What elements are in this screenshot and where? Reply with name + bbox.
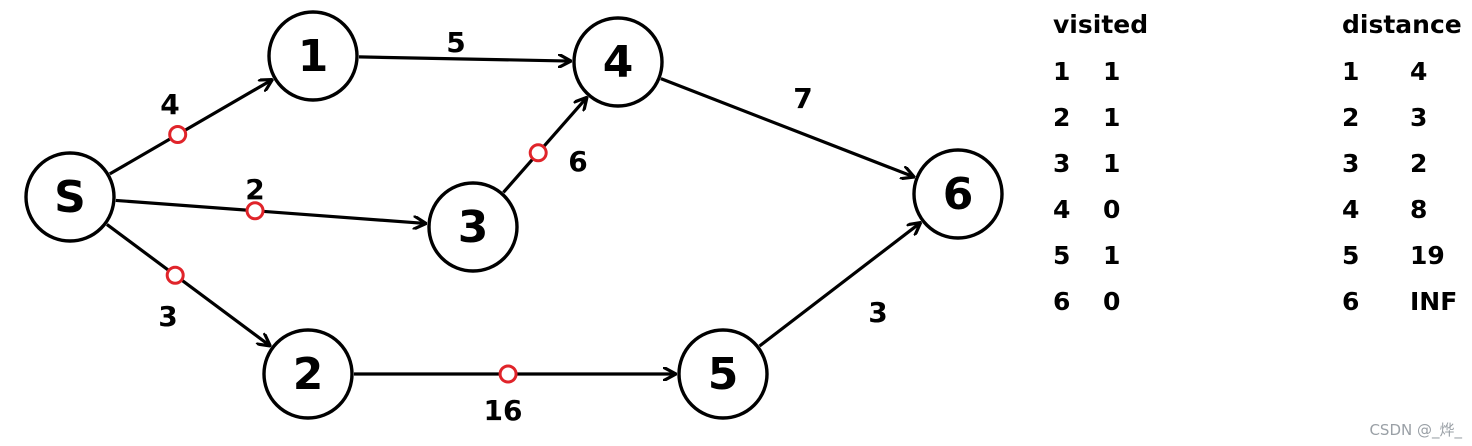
node-2 <box>262 328 354 420</box>
edge-weight-5-6: 3 <box>868 296 887 329</box>
visited-node-id: 5 <box>1053 241 1071 270</box>
visited-value: 1 <box>1103 103 1121 132</box>
visited-node-id: 2 <box>1053 103 1071 132</box>
node-1 <box>267 10 359 102</box>
node-label-3: 3 <box>458 202 489 253</box>
graph-diagram: S 1 2 3 4 5 6 4 2 3 5 6 7 16 3 <box>24 10 1004 427</box>
visited-node-id: 1 <box>1053 57 1071 86</box>
edge-S-3 <box>115 198 425 223</box>
edge-weight-S-2: 3 <box>158 300 177 333</box>
distance-node-id: 2 <box>1342 103 1360 132</box>
distance-node-id: 5 <box>1342 241 1360 270</box>
node-3 <box>427 181 519 273</box>
node-label-5: 5 <box>708 349 739 400</box>
distance-node-id: 3 <box>1342 149 1360 178</box>
distance-value: 19 <box>1410 241 1445 270</box>
edge-1-4 <box>358 57 570 61</box>
distance-value: INF <box>1410 287 1458 316</box>
node-6 <box>912 148 1004 240</box>
node-S <box>24 151 116 243</box>
edge-marker-3-4 <box>528 143 548 163</box>
visited-title: visited <box>1053 10 1149 39</box>
edge-marker-S-3 <box>245 201 265 221</box>
distance-value: 8 <box>1410 195 1428 224</box>
node-5 <box>677 328 769 420</box>
distance-value: 3 <box>1410 103 1428 132</box>
edge-S-2 <box>105 223 270 345</box>
node-label-2: 2 <box>293 349 324 400</box>
distance-title: distance <box>1342 10 1462 39</box>
node-4 <box>572 16 664 108</box>
visited-value: 0 <box>1103 195 1121 224</box>
visited-value: 0 <box>1103 287 1121 316</box>
edge-S-1 <box>108 80 272 176</box>
edge-weight-4-6: 7 <box>793 82 812 115</box>
edge-marker-S-1 <box>168 125 188 145</box>
visited-value: 1 <box>1103 149 1121 178</box>
edge-weight-3-4: 6 <box>568 145 587 178</box>
edge-weight-1-4: 5 <box>446 26 465 59</box>
distance-value: 4 <box>1410 57 1428 86</box>
distance-value: 2 <box>1410 149 1428 178</box>
edge-marker-S-2 <box>165 265 185 285</box>
node-label-S: S <box>54 172 86 223</box>
visited-value: 1 <box>1103 241 1121 270</box>
edge-weight-2-5: 16 <box>484 394 523 427</box>
visited-node-id: 3 <box>1053 149 1071 178</box>
distance-row: 6 INF <box>1342 285 1462 331</box>
visited-node-id: 4 <box>1053 195 1071 224</box>
node-label-1: 1 <box>298 31 329 82</box>
edge-3-4 <box>502 98 586 194</box>
visited-node-id: 6 <box>1053 287 1071 316</box>
visited-value: 1 <box>1103 57 1121 86</box>
watermark: CSDN @_烨_ <box>1369 421 1462 439</box>
edge-weight-S-1: 4 <box>160 88 179 121</box>
distance-node-id: 1 <box>1342 57 1360 86</box>
node-label-6: 6 <box>943 169 974 220</box>
node-label-4: 4 <box>603 37 634 88</box>
distance-node-id: 6 <box>1342 287 1360 316</box>
edge-5-6 <box>758 223 920 348</box>
edge-4-6 <box>660 77 913 177</box>
distance-row: 5 19 <box>1342 239 1462 285</box>
edge-weight-S-3: 2 <box>245 173 264 206</box>
distance-node-id: 4 <box>1342 195 1360 224</box>
edge-marker-2-5 <box>498 364 518 384</box>
